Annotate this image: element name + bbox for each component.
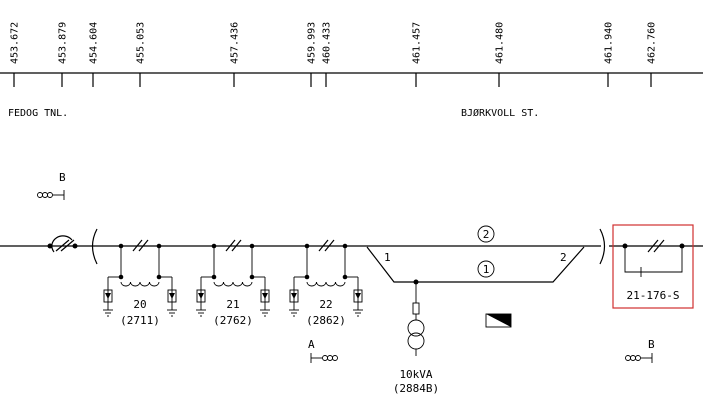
svg-text:B: B xyxy=(648,338,655,351)
transformer-number-21: 21 xyxy=(226,298,239,311)
signal-a-bottom: A xyxy=(308,338,338,363)
highlighted-switch-21-176-s[interactable]: 21-176-S xyxy=(612,224,694,309)
track-flag-symbol xyxy=(485,313,512,328)
transformer-id-2762: (2762) xyxy=(213,314,253,327)
transformer-id-2862: (2862) xyxy=(306,314,346,327)
supply-id: (2884B) xyxy=(393,382,439,395)
section-bracket-left xyxy=(91,228,98,265)
station-tracks: 2 1 1 2 xyxy=(366,225,585,283)
chainage-label: 453.672 xyxy=(10,22,21,64)
chainage-label: 460.433 xyxy=(322,22,333,64)
chainage-label: 453.879 xyxy=(58,22,69,64)
transformer-id-2711: (2711) xyxy=(120,314,160,327)
section-insulator-left xyxy=(47,235,78,253)
chainage-label: 454.604 xyxy=(89,22,100,64)
transformer-group-22: 22 (2862) xyxy=(289,239,363,327)
switch-label-left: 1 xyxy=(384,251,391,264)
track-number-siding: 1 xyxy=(483,263,490,276)
location-bjorkvoll-station: BJØRKVOLL ST. xyxy=(461,107,539,119)
transformer-number-22: 22 xyxy=(319,298,332,311)
supply-transformer: 10kVA (2884B) xyxy=(393,279,439,395)
supply-rating: 10kVA xyxy=(399,368,432,381)
highlighted-switch-label: 21-176-S xyxy=(627,289,680,302)
track-number-main: 2 xyxy=(483,228,490,241)
chainage-label: 459.993 xyxy=(307,22,318,64)
switch-label-right: 2 xyxy=(560,251,567,264)
signal-b-bottom-right: B xyxy=(625,338,655,363)
highlight-box xyxy=(612,224,694,309)
signal-b-top-left: B xyxy=(37,171,66,200)
chainage-label: 457.436 xyxy=(230,22,241,64)
svg-text:A: A xyxy=(308,338,315,351)
chainage-label: 461.480 xyxy=(495,22,506,64)
chainage-label: 455.053 xyxy=(136,22,147,64)
section-bracket-right xyxy=(599,228,606,265)
chainage-axis: 453.672 453.879 454.604 455.053 457.436 459.9… xyxy=(0,22,703,87)
location-fedog-tunnel: FEDOG TNL. xyxy=(8,108,68,119)
transformer-group-21: 21 (2762) xyxy=(196,239,270,327)
chainage-label: 461.457 xyxy=(412,22,423,64)
chainage-label: 461.940 xyxy=(604,22,615,64)
chainage-label: 462.760 xyxy=(647,22,658,64)
transformer-group-20: 20 (2711) xyxy=(103,239,177,327)
svg-text:B: B xyxy=(59,171,66,184)
transformer-number-20: 20 xyxy=(133,298,146,311)
